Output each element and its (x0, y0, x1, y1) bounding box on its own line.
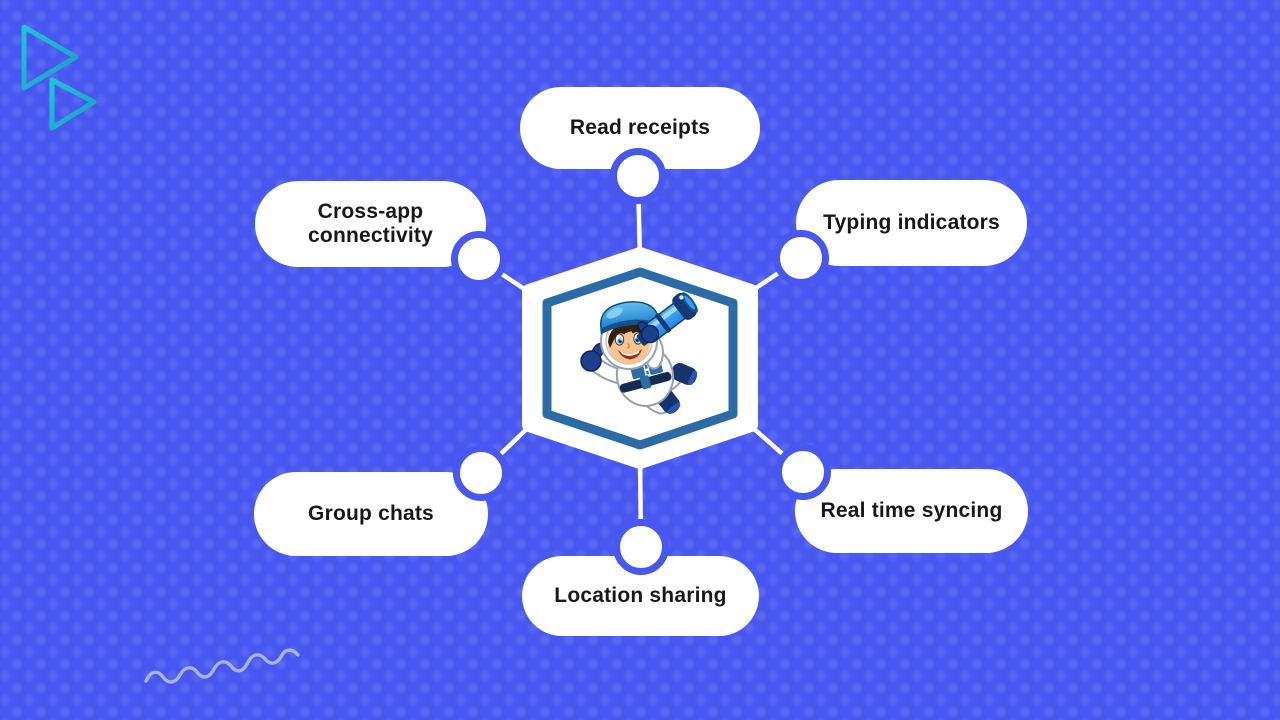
connector-dot-read-receipts (610, 148, 666, 204)
node-pill-read-receipts: Read receipts (520, 87, 760, 169)
node-label: Real time syncing (820, 499, 1003, 523)
node-pill-real-time-syncing: Real time syncing (795, 469, 1028, 553)
squiggle-line (144, 648, 300, 684)
connector-dot-typing-indicators (773, 230, 829, 286)
triangle-icon (49, 77, 97, 131)
astronaut-illustration (580, 292, 698, 415)
node-label: Location sharing (554, 584, 727, 608)
node-pill-cross-app-connectivity: Cross-app connectivity (255, 181, 486, 267)
node-label: Cross-app connectivity (308, 200, 433, 247)
hexagon-inner-border (542, 267, 738, 450)
belt (619, 372, 672, 393)
connector-dot-location-sharing (613, 519, 669, 575)
triangle-icon (21, 24, 79, 91)
node-pill-group-chats: Group chats (254, 472, 488, 556)
node-label: Read receipts (569, 116, 711, 140)
node-label: Typing indicators (823, 211, 1000, 235)
node-pill-typing-indicators: Typing indicators (796, 180, 1027, 266)
boot (671, 363, 698, 385)
decor-triangles (21, 24, 97, 131)
node-label: Group chats (308, 502, 434, 526)
right-mitten (637, 321, 660, 344)
connector-dot-real-time-syncing (775, 444, 831, 500)
connector-dot-group-chats (453, 445, 509, 501)
connector-dot-cross-app-connectivity (451, 231, 507, 287)
